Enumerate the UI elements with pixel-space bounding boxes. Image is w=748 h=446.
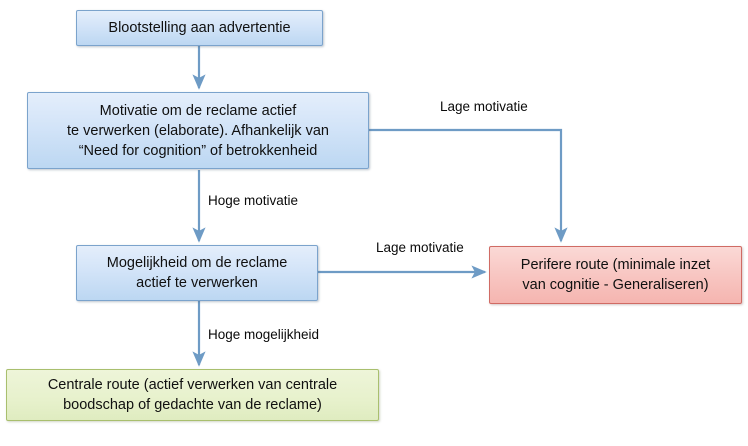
- node-peripheral-route-label: Perifere route (minimale inzet van cogni…: [520, 257, 711, 293]
- node-central-route-label: Centrale route (actief verwerken van cen…: [47, 377, 338, 413]
- node-motivation[interactable]: Motivatie om de reclame actief te verwer…: [27, 92, 369, 169]
- edge-label-ability-to-peripheral: Lage motivatie: [376, 240, 464, 255]
- node-peripheral-route[interactable]: Perifere route (minimale inzet van cogni…: [489, 246, 742, 304]
- node-ability-label: Mogelijkheid om de reclame actief te ver…: [106, 255, 288, 291]
- node-exposure[interactable]: Blootstelling aan advertentie: [76, 10, 323, 46]
- node-exposure-label: Blootstelling aan advertentie: [108, 20, 291, 36]
- node-ability[interactable]: Mogelijkheid om de reclame actief te ver…: [76, 245, 318, 301]
- edge-label-motivation-to-peripheral: Lage motivatie: [440, 99, 528, 114]
- connector-motivation-to-peripheral: [369, 128, 568, 243]
- edge-label-ability-to-central: Hoge mogelijkheid: [208, 327, 320, 342]
- node-motivation-label: Motivatie om de reclame actief te verwer…: [67, 102, 329, 159]
- edge-label-motivation-to-ability: Hoge motivatie: [208, 193, 299, 208]
- node-central-route[interactable]: Centrale route (actief verwerken van cen…: [6, 369, 379, 421]
